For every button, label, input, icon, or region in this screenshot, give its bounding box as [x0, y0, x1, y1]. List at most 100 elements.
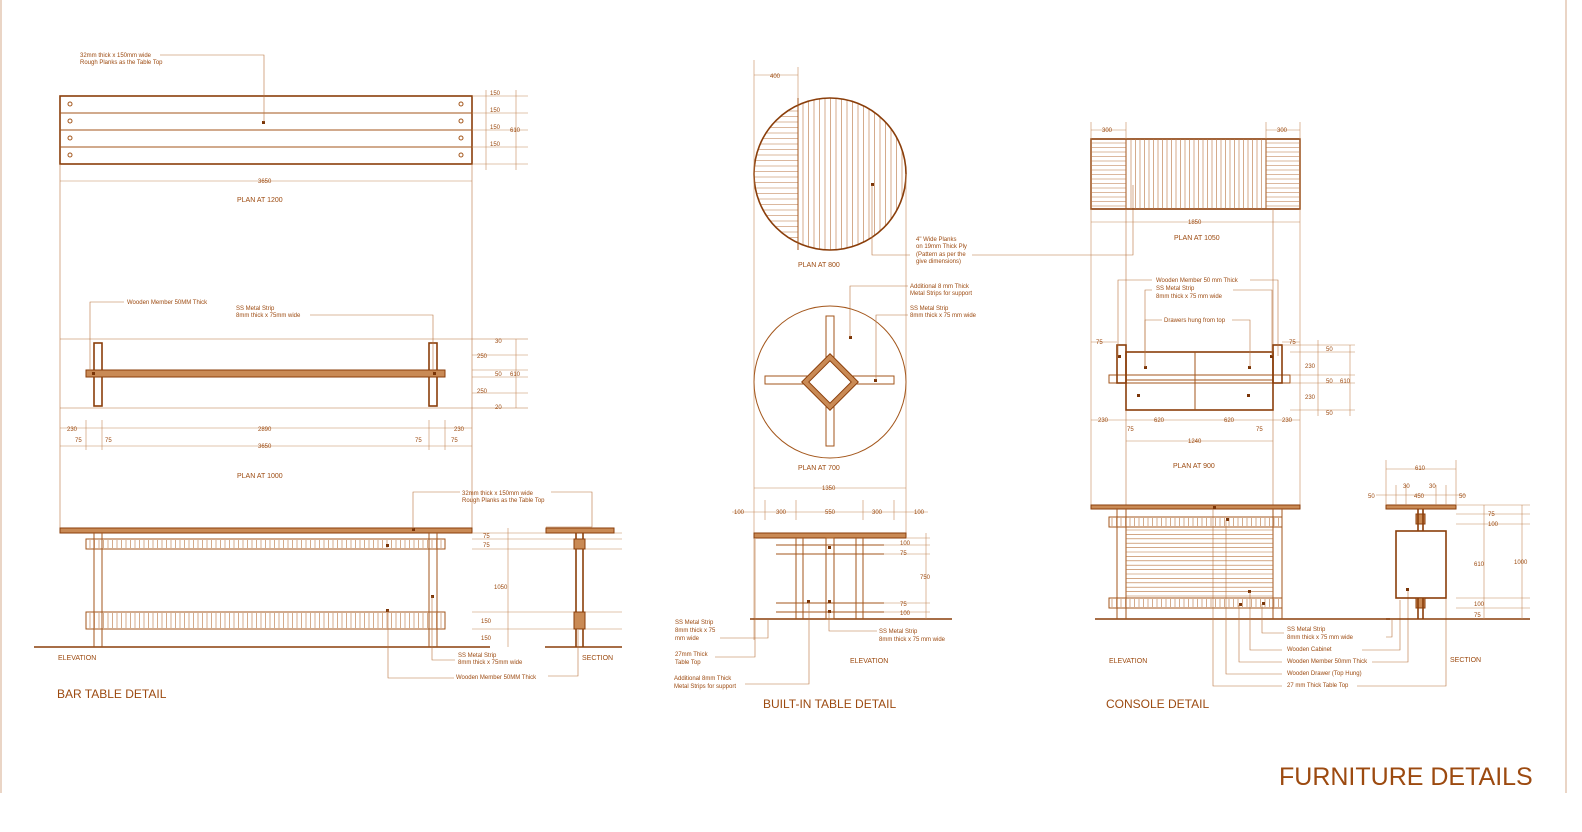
console-dim-75-left: 75: [1127, 427, 1134, 433]
console-dim-1240: 1240: [1188, 439, 1202, 445]
bar-dim-elev-75-a: 75: [483, 534, 490, 540]
bar-elevation: 32mm thick x 150mm wide Rough Planks as …: [34, 491, 622, 681]
bar-dim-150-a: 150: [490, 91, 501, 97]
bar-dim-230-left: 230: [67, 427, 78, 433]
console-sec-dim-75-bot: 75: [1474, 613, 1481, 619]
bar-note-planks-line2: Rough Planks as the Table Top: [80, 60, 163, 66]
builtin-note-ssl-line1: SS Metal Strip: [675, 620, 714, 626]
bar-dim-50: 50: [495, 372, 502, 378]
sheet-title: FURNITURE DETAILS: [1279, 763, 1533, 791]
bar-note-ss-bottom-line1: SS Metal Strip: [458, 653, 497, 659]
console-note-n5: 27 mm Thick Table Top: [1287, 683, 1349, 689]
console-plan-900: Wooden Member 50 mm Thick SS Metal Strip…: [1091, 209, 1355, 509]
builtin-table-detail-title: BUILT-IN TABLE DETAIL: [763, 697, 896, 711]
builtin-note-planks-line2: on 19mm Thick Ply: [916, 244, 967, 250]
builtin-note-top-line2: Table Top: [675, 660, 701, 666]
bar-note-wooden-member: Wooden Member 50MM Thick: [127, 300, 208, 306]
builtin-plan-700-label: PLAN AT 700: [798, 465, 840, 472]
console-dim-75-top-left: 75: [1096, 340, 1103, 346]
console-section: 610 50 50 30 30 450 75 100 610 1000 100 …: [1368, 460, 1530, 664]
console-plan-900-label: PLAN AT 900: [1173, 463, 1215, 470]
console-dim-610: 610: [1340, 379, 1351, 385]
builtin-dim-1350: 1350: [822, 486, 836, 492]
bar-dim-3650-top: 3650: [258, 179, 272, 185]
bar-table-detail-title: BAR TABLE DETAIL: [57, 687, 167, 701]
console-dim-75-right: 75: [1256, 427, 1263, 433]
bar-section: SECTION: [545, 491, 622, 677]
builtin-note-add-line2: Metal Strips for support: [910, 291, 972, 297]
console-sec-dim-30-right: 30: [1429, 484, 1436, 490]
console-sec-dim-50-right: 50: [1459, 494, 1466, 500]
bar-note-ss-strip-line2: 8mm thick x 75mm wide: [236, 313, 301, 319]
bar-dim-610-top: 610: [510, 128, 521, 134]
builtin-dim-100-b: 100: [900, 611, 911, 617]
console-dim-620-left: 620: [1154, 418, 1165, 424]
bar-elevation-label: ELEVATION: [58, 655, 96, 662]
bar-note-planks-line1: 32mm thick x 150mm wide: [80, 53, 152, 59]
console-sec-dim-610-h: 610: [1474, 562, 1485, 568]
console-dim-50-c: 50: [1326, 411, 1333, 417]
bar-dim-30: 30: [495, 339, 502, 345]
console-elevation-label: ELEVATION: [1109, 658, 1147, 665]
builtin-plan-800: 400 4" Wide Planks on 19mm Thick Ply (Pa…: [753, 60, 1134, 640]
bar-note-wm-bottom: Wooden Member 50MM Thick: [456, 675, 537, 681]
console-plan-1050-label: PLAN AT 1050: [1174, 235, 1220, 242]
console-note-wm: Wooden Member 50 mm Thick: [1156, 278, 1239, 284]
bar-dim-610-mid: 610: [510, 372, 521, 378]
builtin-dim-550: 550: [825, 510, 836, 516]
bar-note-ss-bottom-line2: 8mm thick x 75mm wide: [458, 660, 523, 666]
bar-dim-150-b: 150: [490, 108, 501, 114]
console-sec-dim-50-left: 50: [1368, 494, 1375, 500]
bar-table-detail: 32mm thick x 150mm wide Rough Planks as …: [34, 53, 622, 701]
console-note-n1-line1: SS Metal Strip: [1287, 627, 1326, 633]
console-detail-title: CONSOLE DETAIL: [1106, 697, 1209, 711]
console-elevation: SS Metal Strip 8mm thick x 75 mm wide Wo…: [1090, 504, 1447, 689]
builtin-dim-100-a: 100: [900, 541, 911, 547]
builtin-note-add-line1: Additional 8 mm Thick: [910, 284, 970, 290]
console-note-drawers: Drawers hung from top: [1164, 318, 1226, 324]
builtin-note-addl-line2: Metal Strips for support: [674, 684, 736, 690]
bar-note-top-line2: Rough Planks as the Table Top: [462, 498, 545, 504]
bar-dim-75-b: 75: [105, 438, 112, 444]
console-note-ss-line2: 8mm thick x 75 mm wide: [1156, 294, 1223, 300]
builtin-dim-75-b: 75: [900, 602, 907, 608]
console-detail: 300 300 1850 PLAN AT 1050 Wooden Member …: [1090, 122, 1530, 711]
bar-dim-elev-75-b: 75: [483, 543, 490, 549]
console-note-n3: Wooden Member 50mm Thick: [1287, 659, 1368, 665]
bar-plan-1000-label: PLAN AT 1000: [237, 473, 283, 480]
console-sec-dim-610: 610: [1415, 466, 1426, 472]
console-sec-dim-100-top: 100: [1488, 522, 1499, 528]
console-note-n2: Wooden Cabinet: [1287, 647, 1332, 653]
console-sec-dim-30-left: 30: [1403, 484, 1410, 490]
console-dim-1850: 1850: [1188, 220, 1202, 226]
console-dim-300-right: 300: [1277, 128, 1288, 134]
bar-dim-150-d: 150: [490, 142, 501, 148]
bar-section-label: SECTION: [582, 655, 613, 662]
builtin-plan-700: Additional 8 mm Thick Metal Strips for s…: [732, 284, 977, 520]
console-dim-230-a: 230: [1305, 364, 1316, 370]
builtin-note-top-line1: 27mm Thick: [675, 652, 709, 658]
builtin-note-planks-line1: 4" Wide Planks: [916, 237, 956, 243]
bar-plan-1200: 32mm thick x 150mm wide Rough Planks as …: [59, 53, 528, 204]
console-plan-1050: 300 300 1850 PLAN AT 1050: [1090, 122, 1301, 509]
bar-note-top-line1: 32mm thick x 150mm wide: [462, 491, 534, 497]
builtin-dim-75-a: 75: [900, 551, 907, 557]
builtin-table-detail: 400 4" Wide Planks on 19mm Thick Ply (Pa…: [674, 60, 1134, 711]
bar-dim-1050: 1050: [494, 585, 508, 591]
bar-dim-2890: 2890: [258, 427, 272, 433]
bar-dim-75-a: 75: [75, 438, 82, 444]
builtin-note-ssl-line3: mm wide: [675, 636, 700, 642]
bar-dim-75-c: 75: [415, 438, 422, 444]
console-dim-75-top-right: 75: [1289, 340, 1296, 346]
console-note-ss-line1: SS Metal Strip: [1156, 286, 1195, 292]
builtin-note-addl-line1: Additional 8mm Thick: [674, 676, 732, 682]
console-dim-230-right: 230: [1282, 418, 1293, 424]
builtin-dim-300-left: 300: [776, 510, 787, 516]
builtin-dim-100-left: 100: [734, 510, 745, 516]
builtin-note-planks-line4: give dimensions): [916, 259, 961, 265]
bar-dim-20: 20: [495, 405, 502, 411]
bar-dim-230-right: 230: [454, 427, 465, 433]
builtin-elevation: 100 75 750 75 100 SS Metal Strip 8mm thi…: [674, 532, 952, 690]
console-dim-50-b: 50: [1326, 379, 1333, 385]
